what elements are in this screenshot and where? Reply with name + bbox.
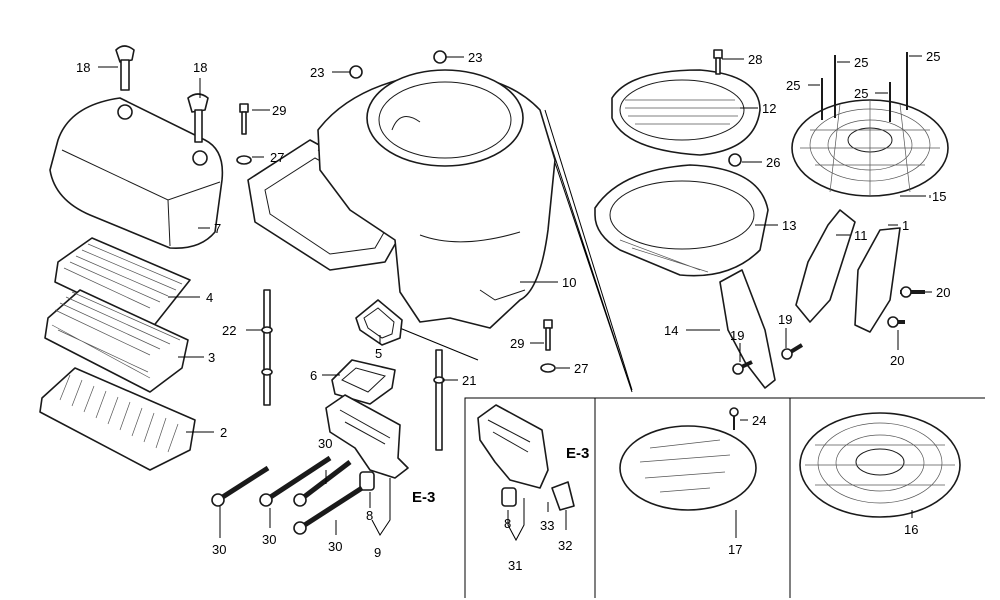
callout-2: 2	[220, 425, 227, 440]
sub-assembly-frames	[384, 109, 985, 598]
stay-14	[719, 269, 776, 389]
rotating-screen	[791, 99, 949, 197]
callout-20b: 20	[890, 353, 904, 368]
callout-15: 15	[932, 189, 946, 204]
bolt-24	[729, 407, 739, 430]
insulator	[331, 359, 396, 405]
carburetor	[325, 394, 409, 491]
callout-30c: 30	[318, 436, 332, 451]
callout-18b: 18	[193, 60, 207, 75]
callout-3: 3	[208, 350, 215, 365]
callout-26: 26	[766, 155, 780, 170]
bolt-30a	[211, 465, 270, 507]
bolt-29-lower	[540, 319, 556, 373]
callout-24: 24	[752, 413, 766, 428]
callout-7: 7	[214, 221, 221, 236]
stud-bolt-21	[433, 349, 445, 451]
callout-23b: 23	[468, 50, 482, 65]
callout-13: 13	[782, 218, 796, 233]
callout-11: 11	[854, 228, 868, 243]
reference-e3-inset: E-3	[566, 445, 589, 462]
bolt-19a	[732, 360, 753, 375]
callout-19a: 19	[730, 328, 744, 343]
callout-30a: 30	[212, 542, 226, 557]
callout-labels: 18 18 7 4 3 2 29 27 23 23 22 5 6 10 29 2…	[76, 49, 950, 573]
nut-23-right	[433, 50, 447, 64]
callout-5: 5	[375, 346, 382, 361]
bolt-30b	[259, 455, 332, 507]
callout-9: 9	[374, 545, 381, 560]
callout-4: 4	[206, 290, 213, 305]
parts-illustrations	[39, 45, 961, 535]
callout-18a: 18	[76, 60, 90, 75]
baffle-1	[854, 227, 901, 333]
inset-frame-divider	[464, 397, 595, 598]
callout-28: 28	[748, 52, 762, 67]
paper-element	[39, 367, 196, 471]
nut-23-left	[349, 65, 363, 79]
exploded-view-guide	[537, 111, 633, 393]
bolt-20a	[900, 286, 925, 298]
bolt-30c	[293, 460, 352, 507]
callout-27b: 27	[574, 361, 588, 376]
callout-17: 17	[728, 542, 742, 557]
callout-33: 33	[540, 518, 554, 533]
callout-25b: 25	[854, 55, 868, 70]
callout-32: 32	[558, 538, 572, 553]
rotating-screen-16	[799, 412, 961, 518]
callout-30b: 30	[262, 532, 276, 547]
bolt-28	[713, 49, 723, 75]
callout-25c: 25	[854, 86, 868, 101]
callout-31: 31	[508, 558, 522, 573]
callout-10: 10	[562, 275, 576, 290]
callout-20a: 20	[936, 285, 950, 300]
exploded-view-guide-2	[544, 109, 633, 391]
callout-29b: 29	[510, 336, 524, 351]
callout-27a: 27	[270, 150, 284, 165]
callout-22: 22	[222, 323, 236, 338]
callout-19b: 19	[778, 312, 792, 327]
wing-bolt-left	[115, 45, 135, 91]
fan-cover	[317, 69, 556, 329]
callout-16: 16	[904, 522, 918, 537]
callout-25d: 25	[926, 49, 940, 64]
fan-guard	[611, 69, 761, 156]
callout-6: 6	[310, 368, 317, 383]
cover-plate-17	[619, 425, 757, 511]
gasket	[355, 299, 403, 346]
callout-1: 1	[902, 218, 909, 233]
bolt-29-upper	[236, 103, 252, 165]
callout-8a: 8	[366, 508, 373, 523]
baffle-11	[795, 209, 856, 323]
callout-8b: 8	[504, 516, 511, 531]
bolt-30d	[293, 485, 364, 535]
recoil-housing	[594, 164, 769, 277]
callout-21: 21	[462, 373, 476, 388]
callout-12: 12	[762, 101, 776, 116]
pre-filter	[54, 237, 191, 329]
bolt-19b	[781, 343, 804, 360]
stud-bolt-22	[261, 289, 273, 406]
nut-26	[728, 153, 742, 167]
callout-30d: 30	[328, 539, 342, 554]
wing-bolt-right	[187, 93, 209, 143]
callout-29a: 29	[272, 103, 286, 118]
leader-lines	[98, 55, 932, 542]
callout-25a: 25	[786, 78, 800, 93]
bolt-20b	[887, 316, 905, 328]
air-cleaner-cover	[49, 97, 224, 249]
callout-14: 14	[664, 323, 678, 338]
callout-23a: 23	[310, 65, 324, 80]
filter-element	[44, 289, 189, 393]
inset-carburetor	[477, 404, 575, 511]
reference-e3-main: E-3	[412, 489, 435, 506]
